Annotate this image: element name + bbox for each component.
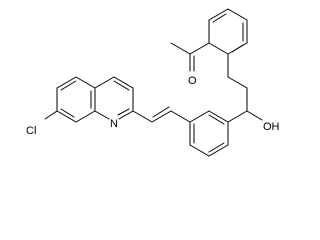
hydroxyl-label: OH xyxy=(263,121,280,133)
quinoline-benzo-ring xyxy=(56,76,96,123)
carbonyl-oxygen-label: O xyxy=(188,75,197,87)
acetylphenyl-ring xyxy=(208,8,248,78)
acetyl-group xyxy=(170,42,210,72)
hydroxy-propyl-chain xyxy=(227,76,263,123)
c-cl-bond xyxy=(44,110,58,120)
quinoline-pyridine-ring xyxy=(94,76,134,120)
central-phenyl-ring xyxy=(189,110,229,157)
chlorine-label: Cl xyxy=(26,125,36,137)
vinyl-linker xyxy=(132,106,191,123)
chemical-structure: Cl N OH xyxy=(26,8,280,157)
quinoline-nitrogen-label: N xyxy=(110,118,118,130)
